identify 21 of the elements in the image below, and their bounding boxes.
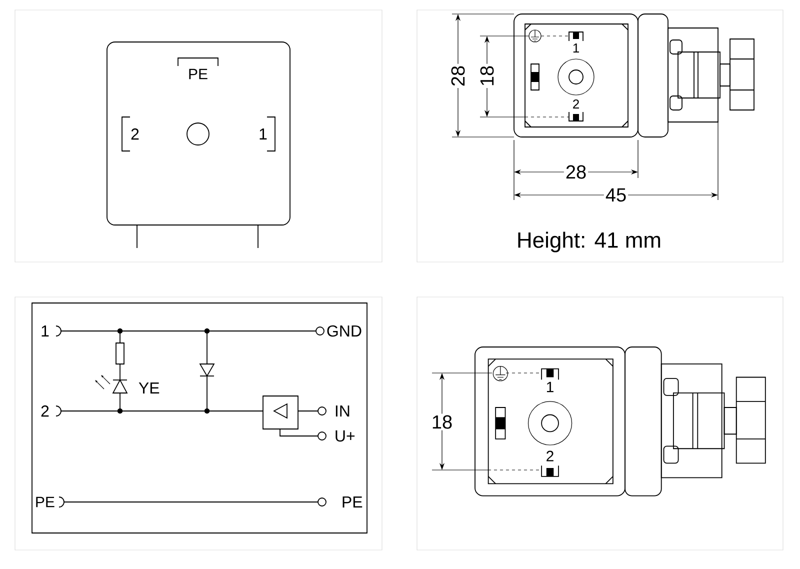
terminal-label: GND (327, 325, 362, 337)
terminal-label: PE (342, 496, 362, 508)
dimension-value: 18 (430, 414, 454, 430)
dimension-value: 18 (478, 64, 496, 88)
height-note: Height: 41 mm (518, 232, 660, 252)
pin-number: 2 (546, 450, 554, 462)
pin-number: 1 (260, 128, 267, 140)
pin-number: 1 (546, 382, 554, 392)
terminal-label: 1 (42, 326, 49, 336)
terminal-label: PE (36, 496, 54, 508)
terminal-label: U+ (336, 430, 355, 442)
dimension-value: 45 (604, 186, 628, 204)
pin-number: 2 (573, 99, 579, 109)
terminal-label: 2 (41, 405, 49, 417)
led-label: YE (138, 382, 160, 394)
dimension-value: 28 (564, 164, 588, 180)
dimension-value: 28 (450, 64, 466, 88)
pin-label: PE (189, 68, 208, 80)
pin-number: 2 (131, 128, 139, 140)
pin-number: 1 (573, 44, 579, 52)
terminal-label: IN (336, 405, 350, 416)
